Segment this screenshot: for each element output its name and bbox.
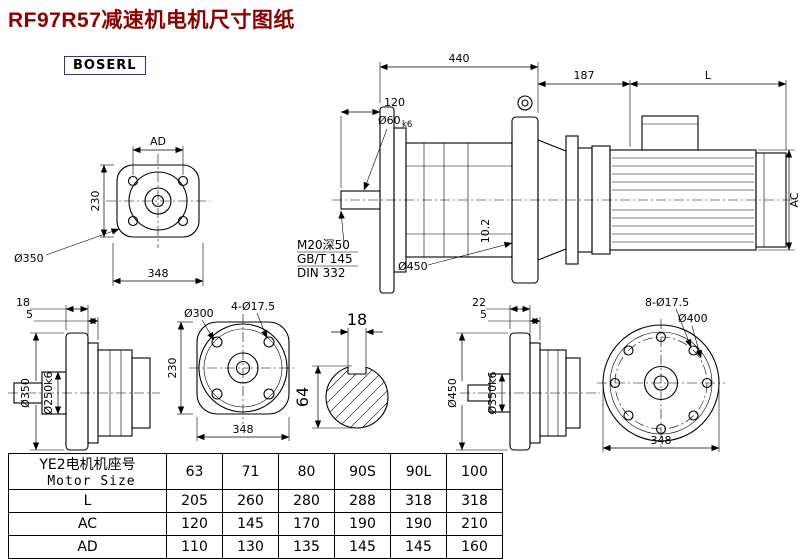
dim-8-holes: 8-Ø17.5	[645, 296, 689, 309]
table-cell: 205	[166, 489, 223, 513]
dim-230: 230	[89, 191, 102, 212]
table-header-size: 71	[222, 453, 279, 490]
dim-22: 22	[472, 296, 486, 309]
page-title: RF97R57减速机电机尺寸图纸	[8, 9, 295, 32]
dim-187: 187	[574, 69, 595, 82]
dim-348: 348	[148, 267, 169, 280]
table-row-L: L 205 260 280 288 318 318	[8, 489, 503, 513]
table-cell: 135	[278, 535, 335, 559]
dim-5: 5	[26, 308, 33, 321]
table-cell: 145	[222, 512, 279, 536]
row-label-AD: AD	[8, 535, 167, 559]
table-header-size: 90L	[390, 453, 447, 490]
table-cell: 318	[390, 489, 447, 513]
table-cell: 110	[166, 535, 223, 559]
dim-230-bottom: 230	[166, 358, 179, 379]
dim-ac: AC	[788, 192, 800, 207]
table-row-AC: AC 120 145 170 190 190 210	[8, 512, 503, 536]
view-flange-round: 8-Ø17.5 Ø400 348	[597, 296, 725, 452]
motor-size-table: YE2电机机座号 Motor Size 63 71 80 90S 90L 100…	[8, 453, 503, 559]
table-header-size: 90S	[334, 453, 391, 490]
view-flange-front-top: AD 230 Ø350 348	[14, 135, 210, 286]
note-gbt145: GB/T 145	[297, 252, 353, 266]
dim-d400: Ø400	[678, 312, 708, 325]
dim-shaft-tolerance: k6	[402, 120, 412, 130]
dim-d250k6: Ø250k6	[42, 371, 55, 414]
table-cell: 280	[278, 489, 335, 513]
row-label-AC: AC	[8, 512, 167, 536]
dim-64: 64	[293, 387, 312, 407]
view-flange-front-bottom: 4-Ø17.5 Ø300 230 348	[166, 300, 297, 441]
table-cell: 145	[390, 535, 447, 559]
note-din332: DIN 332	[297, 266, 345, 280]
table-cell: 170	[278, 512, 335, 536]
dim-348-bottom: 348	[233, 423, 254, 436]
table-cell: 145	[334, 535, 391, 559]
table-header-size: 80	[278, 453, 335, 490]
view-output-shaft-side: 18 5 Ø350 Ø250k6	[8, 296, 160, 451]
table-cell: 120	[166, 512, 223, 536]
view-assembly-side: 440 187 L 120 Ø60 k6 M20深50 GB/T 145 DIN…	[297, 52, 800, 294]
dim-10-2: 10.2	[479, 219, 492, 244]
technical-drawing: AD 230 Ø350 348	[8, 52, 800, 452]
dim-motor-length: L	[705, 69, 712, 82]
dim-440: 440	[449, 52, 470, 65]
table-header-row: YE2电机机座号 Motor Size 63 71 80 90S 90L 100	[8, 453, 503, 490]
dim-d350-side: Ø350	[19, 378, 32, 408]
dim-d350: Ø350	[14, 252, 44, 265]
brand-logo: BOSERL	[64, 56, 146, 75]
table-cell: 210	[446, 512, 503, 536]
table-row-AD: AD 110 130 135 145 145 160	[8, 535, 503, 559]
row-label-L: L	[8, 489, 167, 513]
table-cell: 318	[446, 489, 503, 513]
table-cell: 190	[334, 512, 391, 536]
dim-d350k6: Ø350k6	[486, 371, 499, 414]
view-input-side: 22 5 Ø450 Ø350k6	[446, 296, 600, 451]
dim-shaft-diameter: Ø60	[378, 114, 401, 127]
table-cell: 260	[222, 489, 279, 513]
table-cell: 160	[446, 535, 503, 559]
table-header-motor-size: YE2电机机座号 Motor Size	[8, 453, 167, 490]
dim-120: 120	[384, 96, 405, 109]
dim-ad: AD	[150, 135, 166, 148]
dim-d300: Ø300	[184, 307, 214, 320]
motor-size-label-cn: YE2电机机座号	[39, 457, 136, 473]
dim-18: 18	[16, 296, 30, 309]
table-header-size: 63	[166, 453, 223, 490]
table-cell: 288	[334, 489, 391, 513]
dim-d450: Ø450	[398, 260, 428, 273]
dim-4-holes: 4-Ø17.5	[231, 300, 275, 313]
dim-348-round: 348	[651, 434, 672, 447]
table-cell: 130	[222, 535, 279, 559]
table-header-size: 100	[446, 453, 503, 490]
table-cell: 190	[390, 512, 447, 536]
note-tapped-hole: M20深50	[297, 238, 350, 252]
dim-5-input: 5	[480, 308, 487, 321]
dim-keyway-18: 18	[347, 310, 367, 329]
view-shaft-section: 18 64	[293, 310, 389, 429]
dim-d450-side: Ø450	[446, 378, 459, 408]
motor-size-label-en: Motor Size	[47, 474, 136, 489]
